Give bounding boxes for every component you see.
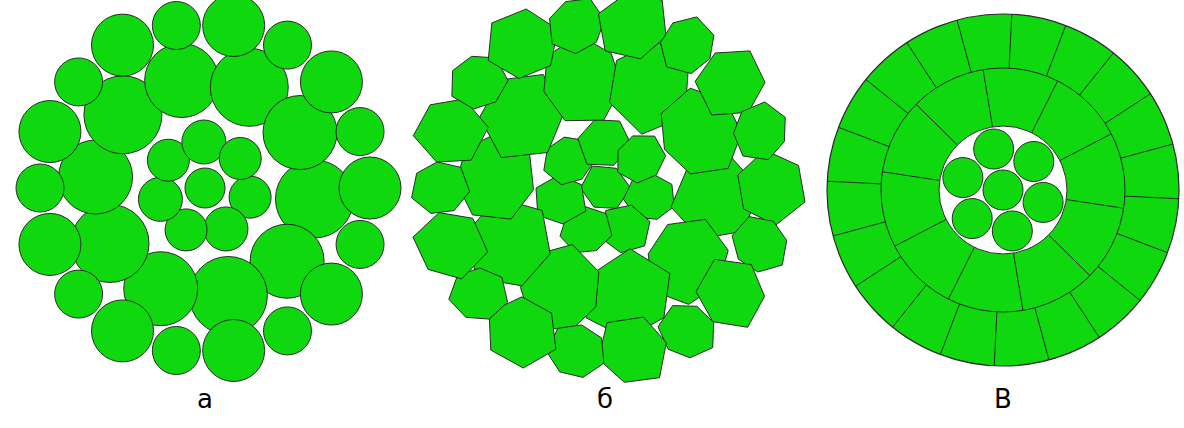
- small-cell: [992, 211, 1032, 251]
- round-cell: [55, 270, 103, 318]
- round-cell: [219, 137, 261, 179]
- round-cell: [55, 58, 103, 106]
- cell-wall: [1046, 26, 1065, 76]
- round-cell: [339, 157, 401, 219]
- small-cell: [943, 158, 983, 198]
- cell-wall: [916, 104, 957, 145]
- round-cell: [336, 220, 384, 268]
- round-cell: [138, 177, 182, 221]
- cell-wall: [1049, 235, 1090, 276]
- cell-wall: [1080, 53, 1114, 95]
- round-cell: [145, 44, 219, 118]
- cell-wall: [833, 222, 885, 236]
- cell-wall: [1035, 308, 1049, 360]
- polygonal-cell: [661, 17, 714, 74]
- polygonal-cell: [598, 317, 666, 382]
- polygonal-cell: [658, 306, 714, 358]
- cell-wall: [895, 219, 946, 246]
- cell-wall: [839, 127, 889, 146]
- cell-wall: [827, 181, 881, 184]
- polygonal-cell: [488, 9, 557, 79]
- small-cell: [1014, 141, 1054, 181]
- cell-wall: [948, 247, 974, 299]
- cell-wall: [856, 257, 901, 287]
- cell-wall: [1009, 14, 1012, 68]
- cell-wall: [994, 312, 997, 366]
- cell-wall: [893, 285, 927, 327]
- cell-wall: [907, 43, 937, 88]
- cell-wall: [1013, 253, 1022, 310]
- cell-wall: [1070, 292, 1100, 337]
- cell-wall: [882, 172, 939, 181]
- round-cell: [19, 213, 81, 275]
- polygonal-cell: [738, 150, 805, 225]
- round-cell: [203, 0, 265, 57]
- polygonal-cell: [695, 51, 765, 115]
- packed-bundle: [827, 14, 1179, 366]
- polygonal-cell: [413, 99, 488, 162]
- cell-wall: [1032, 81, 1058, 133]
- polygonal-cell: [550, 0, 605, 54]
- small-cell: [1023, 182, 1063, 222]
- panel-letter: В: [994, 386, 1012, 412]
- round-cell: [152, 2, 200, 50]
- round-cell: [185, 168, 225, 208]
- cell-wall: [940, 304, 959, 354]
- panel-letter: а: [197, 386, 213, 412]
- small-cell: [952, 199, 992, 239]
- cell-wall: [1105, 94, 1150, 124]
- cell-wall: [1066, 200, 1123, 209]
- cell-wall: [1117, 233, 1167, 252]
- cell-wall: [881, 68, 1125, 312]
- polygonal-cell: [734, 102, 786, 160]
- cell-wall: [983, 70, 992, 127]
- cell-wall: [866, 80, 908, 114]
- polygonal-cell: [546, 325, 604, 378]
- polygonal-cell: [598, 0, 666, 59]
- round-cell: [92, 14, 154, 76]
- round-cell: [19, 101, 81, 163]
- cell-wall: [1060, 134, 1111, 161]
- round-cell: [92, 300, 154, 362]
- central-gap: [939, 126, 1067, 254]
- polygonal-cell: [413, 213, 488, 279]
- polygonal-cell: [618, 136, 666, 183]
- round-cell: [264, 307, 312, 355]
- cell-wall: [957, 20, 971, 72]
- round-cell: [16, 164, 64, 212]
- panel-letter: б: [597, 386, 613, 412]
- round-cell: [204, 207, 248, 251]
- round-cell: [336, 108, 384, 156]
- round-cell: [152, 326, 200, 374]
- cell-wall: [1125, 196, 1179, 199]
- round-cell: [300, 51, 362, 113]
- round-cell: [300, 263, 362, 325]
- small-cell: [983, 170, 1023, 210]
- round-cell: [264, 21, 312, 69]
- polygonal-cell: [412, 162, 470, 214]
- cell-wall: [1098, 267, 1140, 301]
- small-cell: [974, 129, 1014, 169]
- round-cell: [203, 319, 265, 381]
- cell-wall: [1121, 144, 1173, 158]
